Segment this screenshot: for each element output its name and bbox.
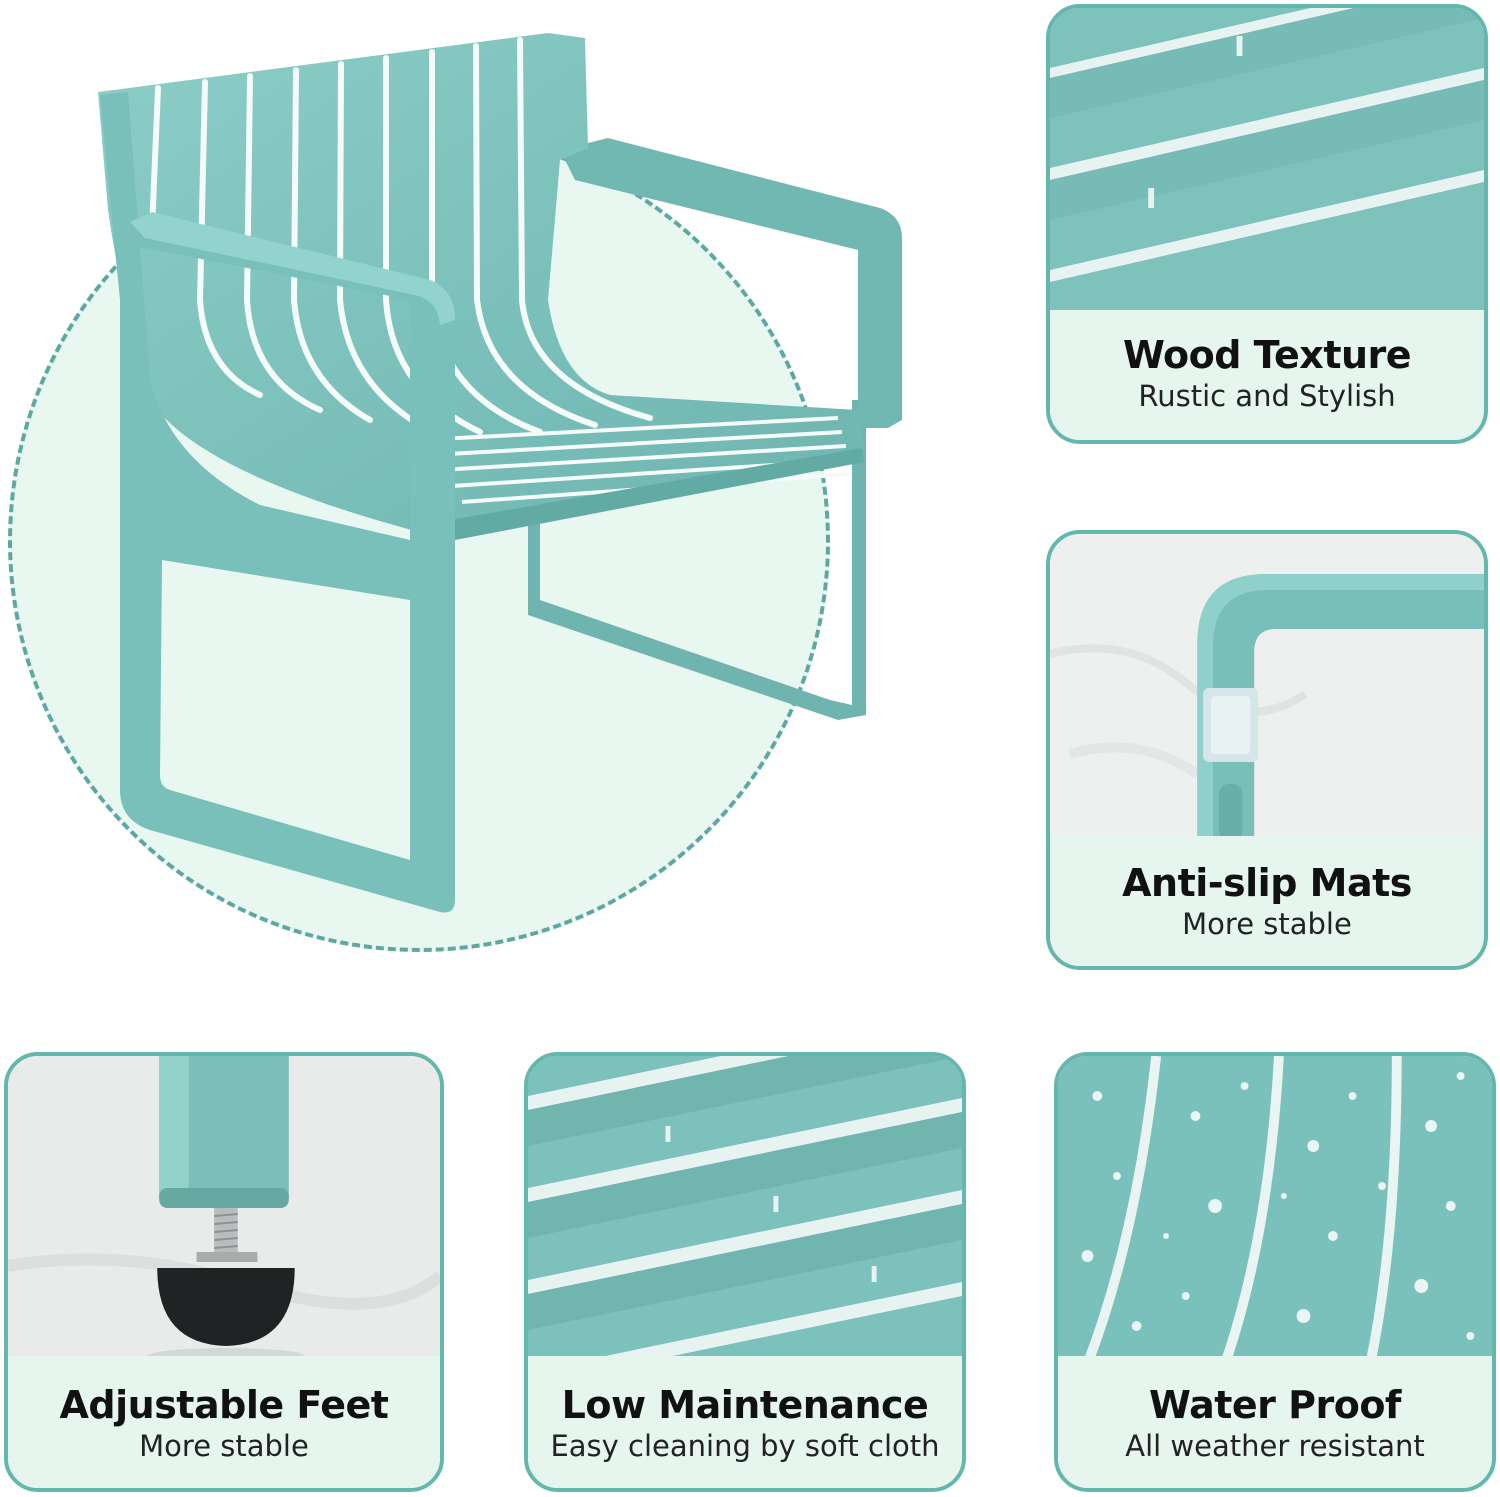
feature-subtitle: Rustic and Stylish [1138,379,1396,413]
feature-caption: Wood Texture Rustic and Stylish [1050,310,1484,440]
hero-chair-image [98,33,902,913]
feature-subtitle: All weather resistant [1125,1429,1425,1463]
feature-title: Low Maintenance [561,1383,929,1427]
seat-slats-image [528,1056,962,1364]
adjustable-foot-image [8,1056,440,1364]
water-droplets-image [1058,1056,1492,1364]
feature-card-wood-texture: Wood Texture Rustic and Stylish [1046,4,1488,444]
feature-card-low-maintenance: Low Maintenance Easy cleaning by soft cl… [524,1052,966,1492]
feature-title: Anti-slip Mats [1122,861,1412,905]
feature-subtitle: More stable [139,1429,309,1463]
feature-subtitle: More stable [1182,907,1352,941]
feature-caption: Anti-slip Mats More stable [1050,836,1484,966]
feature-card-adjustable-feet: Adjustable Feet More stable [4,1052,444,1492]
feature-subtitle: Easy cleaning by soft cloth [550,1429,940,1463]
feature-caption: Adjustable Feet More stable [8,1356,440,1488]
feature-title: Water Proof [1149,1383,1401,1427]
feature-card-anti-slip-mats: Anti-slip Mats More stable [1046,530,1488,970]
feature-caption: Water Proof All weather resistant [1058,1356,1492,1488]
feature-title: Adjustable Feet [59,1383,389,1427]
wood-texture-image [1050,8,1484,314]
anti-slip-pad-image [1050,534,1484,840]
feature-title: Wood Texture [1122,333,1412,377]
feature-card-water-proof: Water Proof All weather resistant [1054,1052,1496,1492]
feature-caption: Low Maintenance Easy cleaning by soft cl… [528,1356,962,1488]
